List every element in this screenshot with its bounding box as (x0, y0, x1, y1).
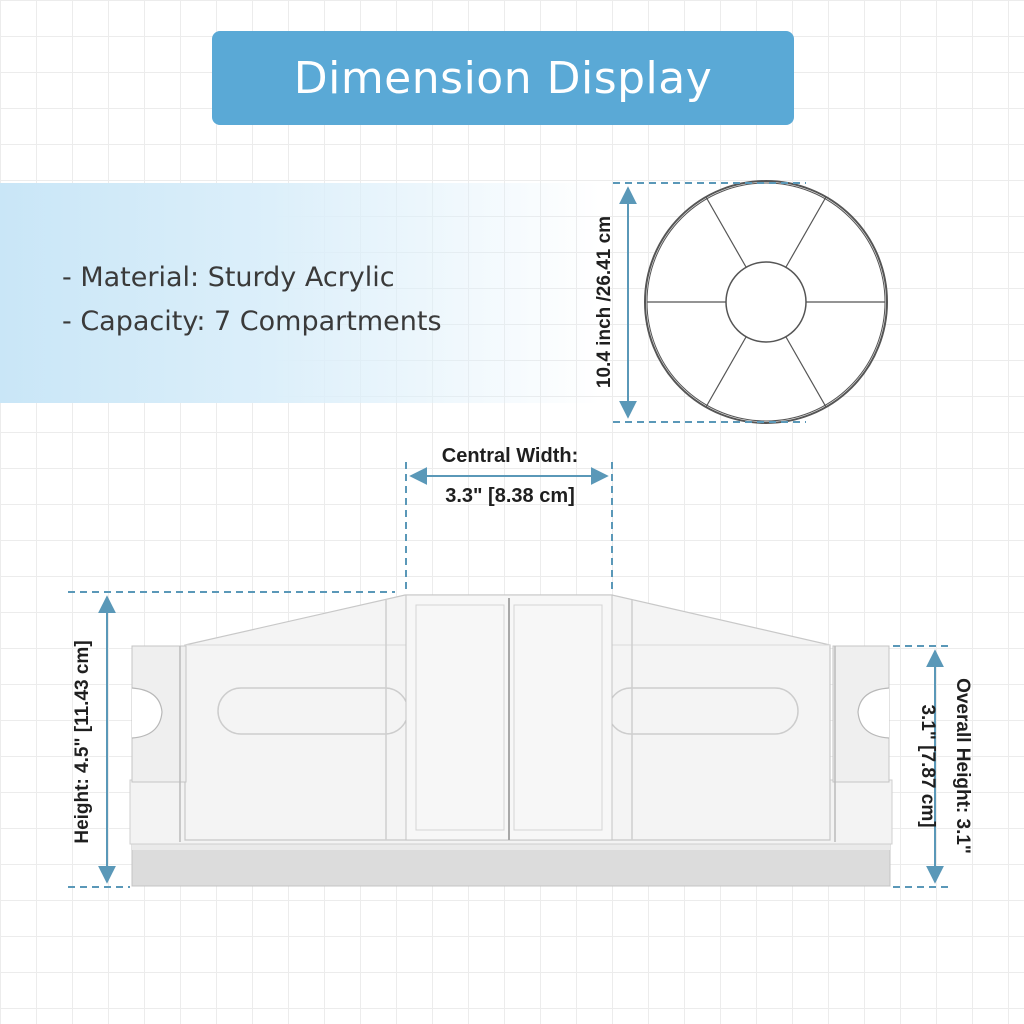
height-label: Height: 4.5" [11.43 cm] (72, 640, 93, 843)
side-view-product (129, 594, 893, 887)
overall-height-label: Overall Height: 3.1" (952, 678, 973, 854)
spec-material: - Material: Sturdy Acrylic (62, 262, 395, 293)
height-dimension (68, 591, 395, 888)
central-width-label: Central Width: (442, 445, 578, 467)
overall-height-value: 3.1" [7.87 cm] (917, 704, 938, 827)
central-width-value: 3.3" [8.38 cm] (445, 485, 575, 507)
overall-height-dimension (893, 645, 950, 888)
top-view-diagram (644, 180, 888, 424)
page-title: Dimension Display (293, 52, 713, 104)
diameter-dimension (613, 182, 806, 423)
diameter-label: 10.4 inch /26.41 cm (594, 216, 615, 388)
central-width-dimension (405, 462, 613, 590)
title-banner: Dimension Display (212, 31, 794, 125)
spec-list: - Material: Sturdy Acrylic - Capacity: 7… (62, 256, 442, 344)
spec-band (0, 183, 600, 403)
spec-capacity: - Capacity: 7 Compartments (62, 306, 442, 337)
